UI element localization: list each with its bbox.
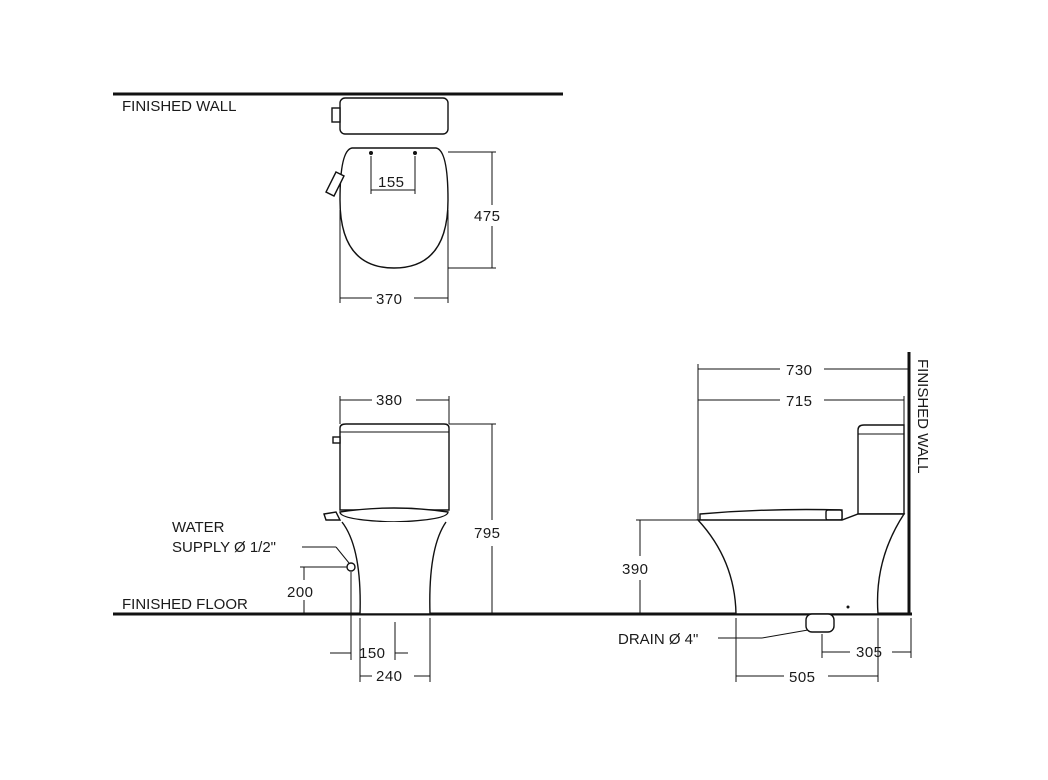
dim-370-text: 370 — [376, 291, 403, 308]
top-view: FINISHED WALL 155 475 370 — [113, 92, 563, 308]
finished-wall-label-side: FINISHED WALL — [914, 359, 931, 473]
seat-side-view — [699, 508, 843, 522]
water-supply-label-line2: SUPPLY Ø 1/2" — [172, 539, 276, 556]
dim-240-text: 240 — [376, 668, 403, 685]
tank-front-view — [339, 423, 450, 511]
seat-hinge-side — [825, 509, 843, 521]
water-supply-leader-d — [335, 546, 350, 564]
seat-hinge-right — [413, 151, 417, 155]
dim-715-text: 715 — [786, 393, 813, 410]
dim-475-text: 475 — [474, 208, 501, 225]
dim-150-text: 150 — [359, 645, 386, 662]
flush-lever-front — [323, 511, 342, 521]
drain-label: DRAIN Ø 4" — [618, 631, 698, 648]
flush-lever-top — [325, 171, 345, 197]
flush-button-top — [331, 107, 341, 123]
dim-390-text: 390 — [622, 561, 649, 578]
dim-305-text: 305 — [856, 644, 883, 661]
dim-155-text: 155 — [378, 174, 405, 191]
front-view: WATER SUPPLY Ø 1/2" 200 380 795 150 240 — [172, 392, 501, 685]
dim-200-text: 200 — [287, 584, 314, 601]
tank-side-view — [857, 424, 905, 515]
water-supply-inlet — [346, 562, 356, 572]
tank-top-view — [339, 97, 449, 135]
drain-pipe — [805, 613, 835, 633]
flush-button-front — [332, 436, 341, 444]
finished-floor-label: FINISHED FLOOR — [122, 596, 248, 613]
bowl-top-view — [339, 147, 449, 269]
drain-leader-d — [761, 629, 809, 639]
finished-wall-label-top: FINISHED WALL — [122, 98, 236, 115]
dim-730-text: 730 — [786, 362, 813, 379]
bowl-side-view — [696, 513, 906, 615]
dim-505-text: 505 — [789, 669, 816, 686]
floor-bolt-mark — [846, 605, 850, 609]
water-supply-label-line1: WATER — [172, 519, 225, 536]
pedestal-front-view — [341, 521, 447, 615]
seat-front-view — [339, 507, 449, 523]
dim-380-text: 380 — [376, 392, 403, 409]
side-view: FINISHED WALL DRAIN Ø 4" 730 715 390 — [618, 352, 931, 686]
dim-795-text: 795 — [474, 525, 501, 542]
seat-hinge-left — [369, 151, 373, 155]
